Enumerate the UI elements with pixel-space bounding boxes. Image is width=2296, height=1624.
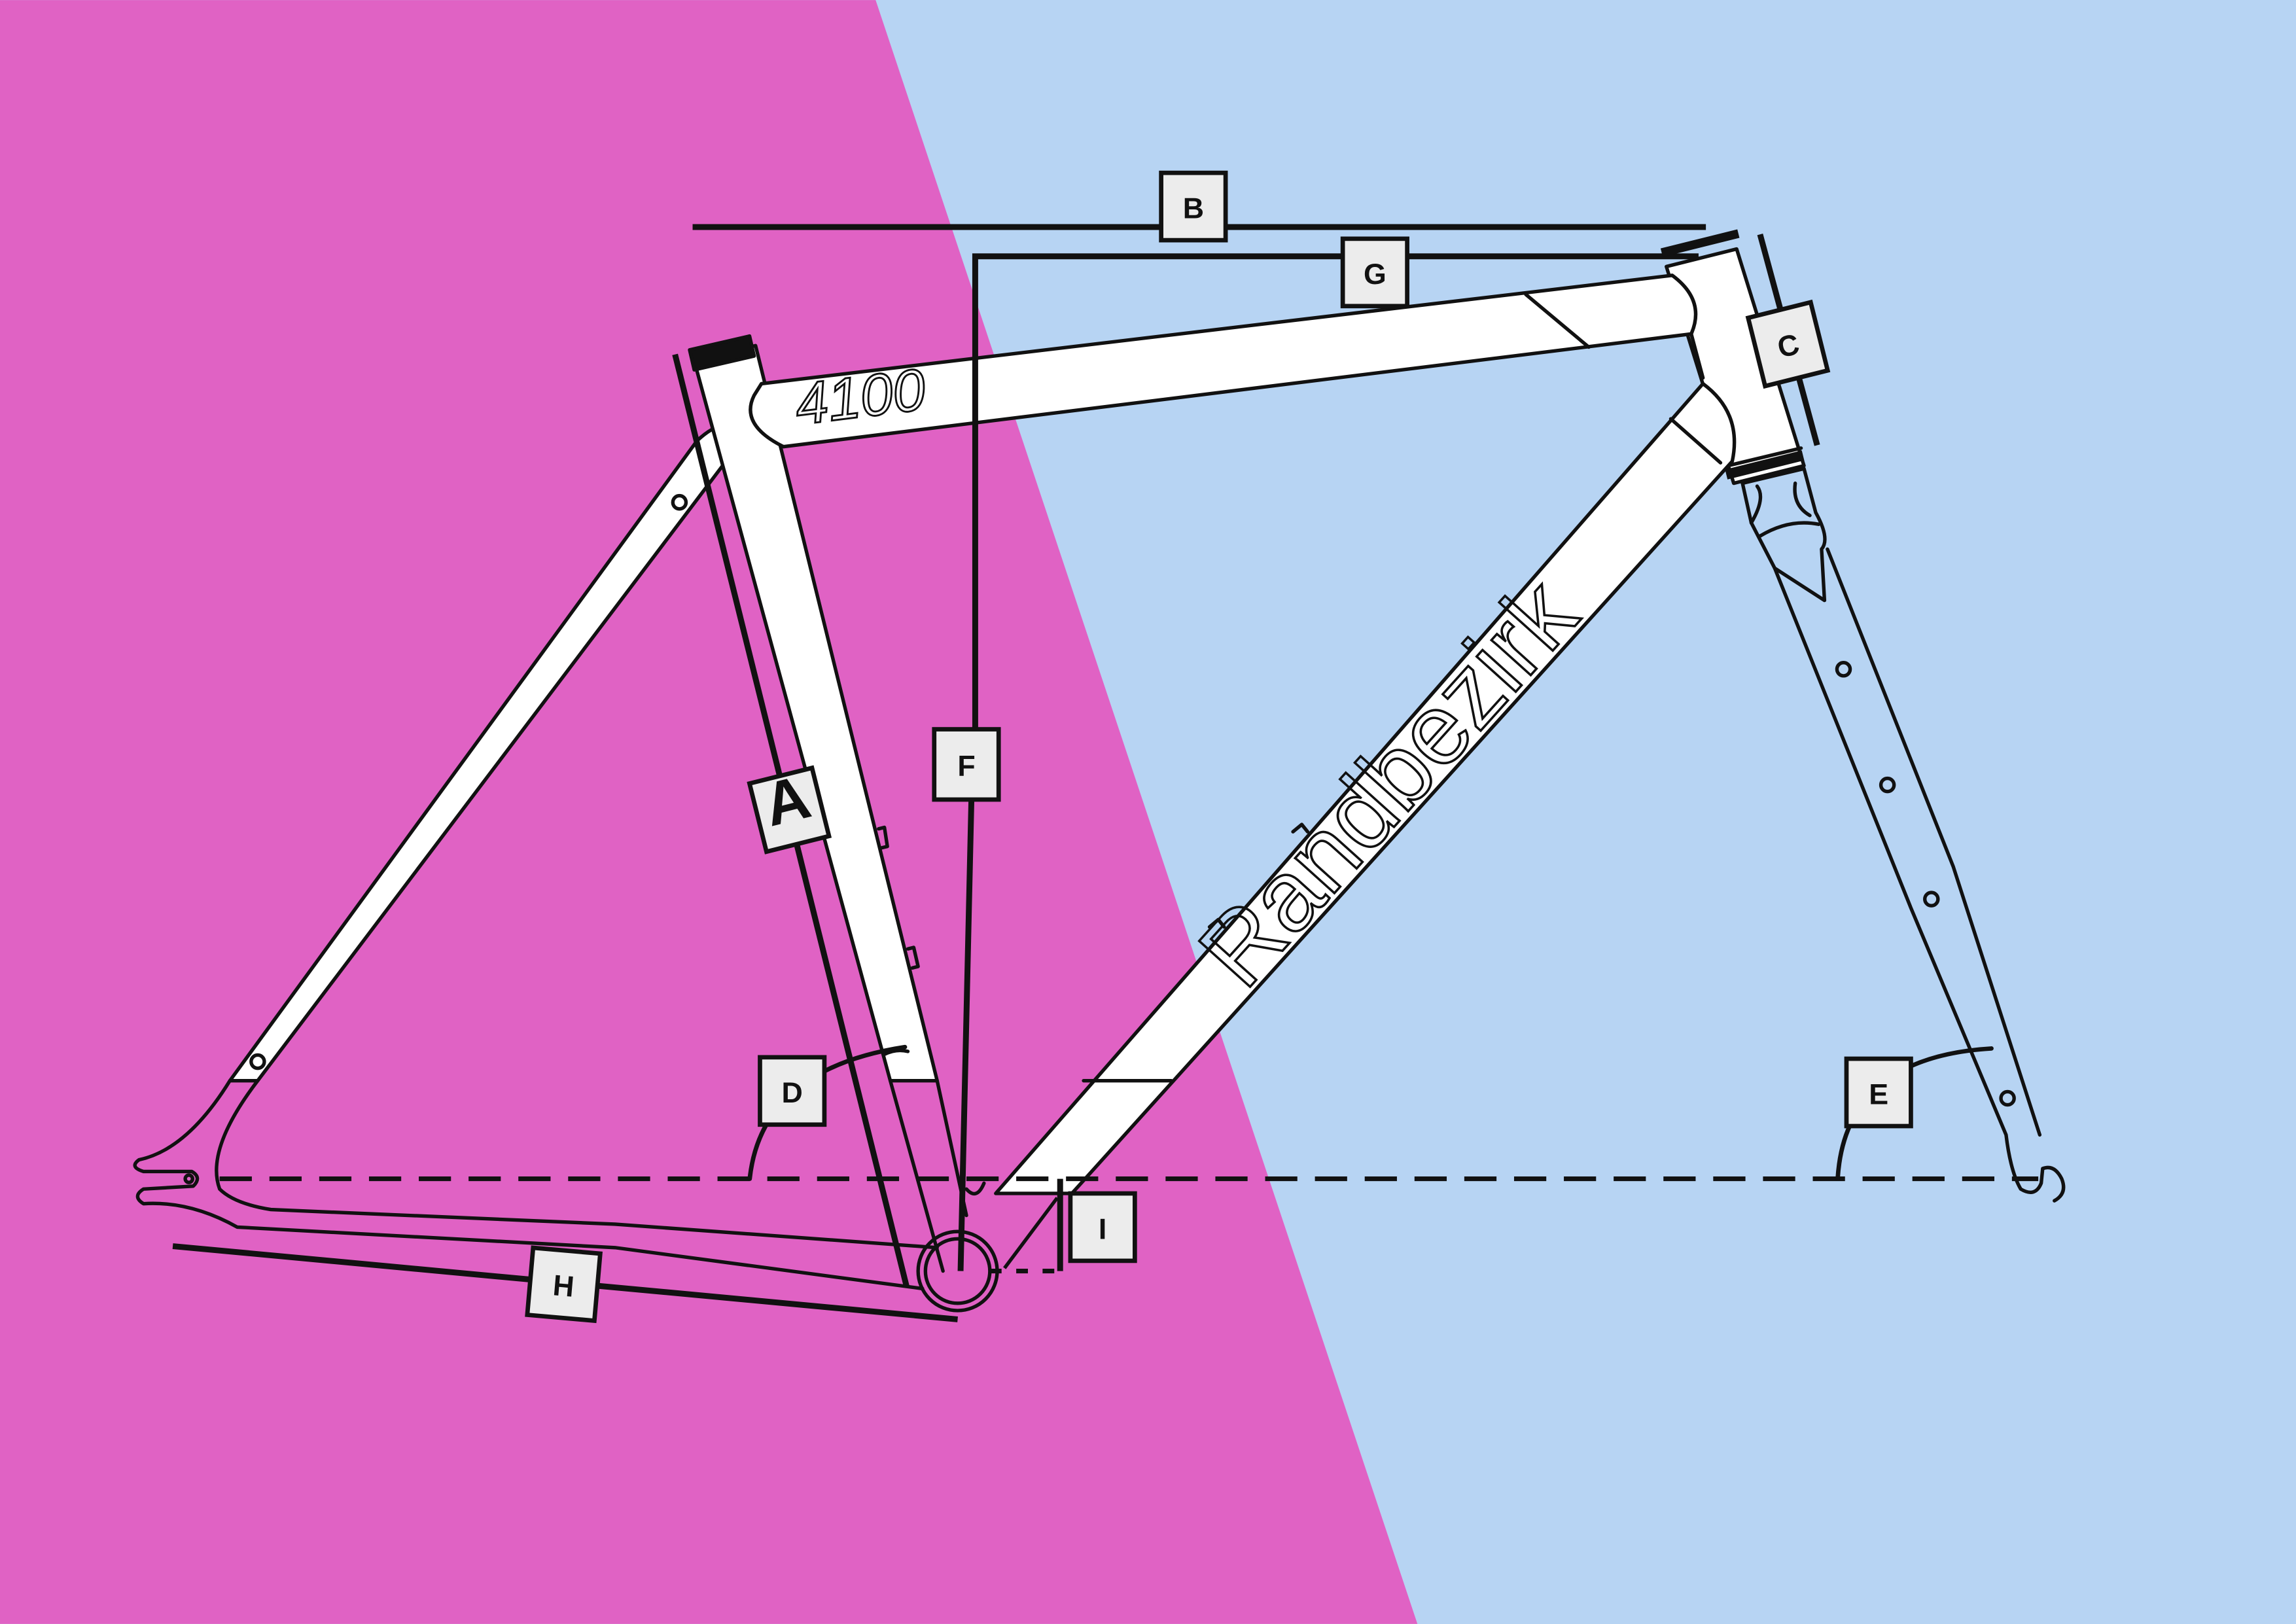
fork-crown-detail [1749,481,1821,538]
headset-bottom-cap [1725,450,1805,480]
svg-text:E: E [1869,1078,1888,1110]
top-tube [749,274,1698,449]
svg-text:F: F [957,750,975,783]
bottle-boss-down-1 [1291,822,1310,834]
label-d: D [758,1055,827,1127]
down-tube [994,381,1737,1195]
bottle-boss-upper [877,825,889,850]
bottle-boss-down-2 [1207,917,1226,929]
svg-text:D: D [782,1076,803,1109]
label-i: I [1068,1191,1137,1263]
headset-top-cap [1660,229,1740,257]
down-tube-decal-lines [1082,417,1723,1083]
svg-text:H: H [552,1269,576,1303]
rear-axle [183,1173,194,1184]
svg-text:B: B [1183,192,1204,225]
left-background [0,0,1418,1624]
label-g: G [1340,236,1409,309]
dim-line-g-top-tube [972,253,1699,762]
label-c: C [1745,299,1831,389]
fork-crown [1740,467,1827,603]
label-a: A [747,762,832,855]
top-tube-joint [1689,332,1705,380]
label-h: H [525,1245,603,1324]
label-f: F [932,727,1001,802]
bottom-bracket-join [964,1181,986,1196]
seat-collar [688,334,756,372]
fork [1740,481,2066,1203]
fork-eyelet-4 [1999,1089,2016,1107]
label-e: E [1844,1056,1913,1129]
svg-text:I: I [1099,1212,1106,1245]
svg-text:G: G [1364,258,1386,291]
bottle-boss-lower [906,945,920,970]
seat-stay-eyelet-lower [249,1053,266,1070]
seat-stay-eyelet-upper [671,493,688,511]
fork-eyelet-2 [1879,776,1896,794]
label-b: B [1159,170,1228,243]
dim-line-f-stack [957,761,976,1271]
fork-eyelet-3 [1923,891,1940,908]
rear-dropout [133,1078,939,1291]
fork-eyelet-1 [1835,661,1852,678]
top-tube-decal-end [1524,292,1591,349]
dim-line-bb-drop-diagonal [1003,1197,1059,1269]
